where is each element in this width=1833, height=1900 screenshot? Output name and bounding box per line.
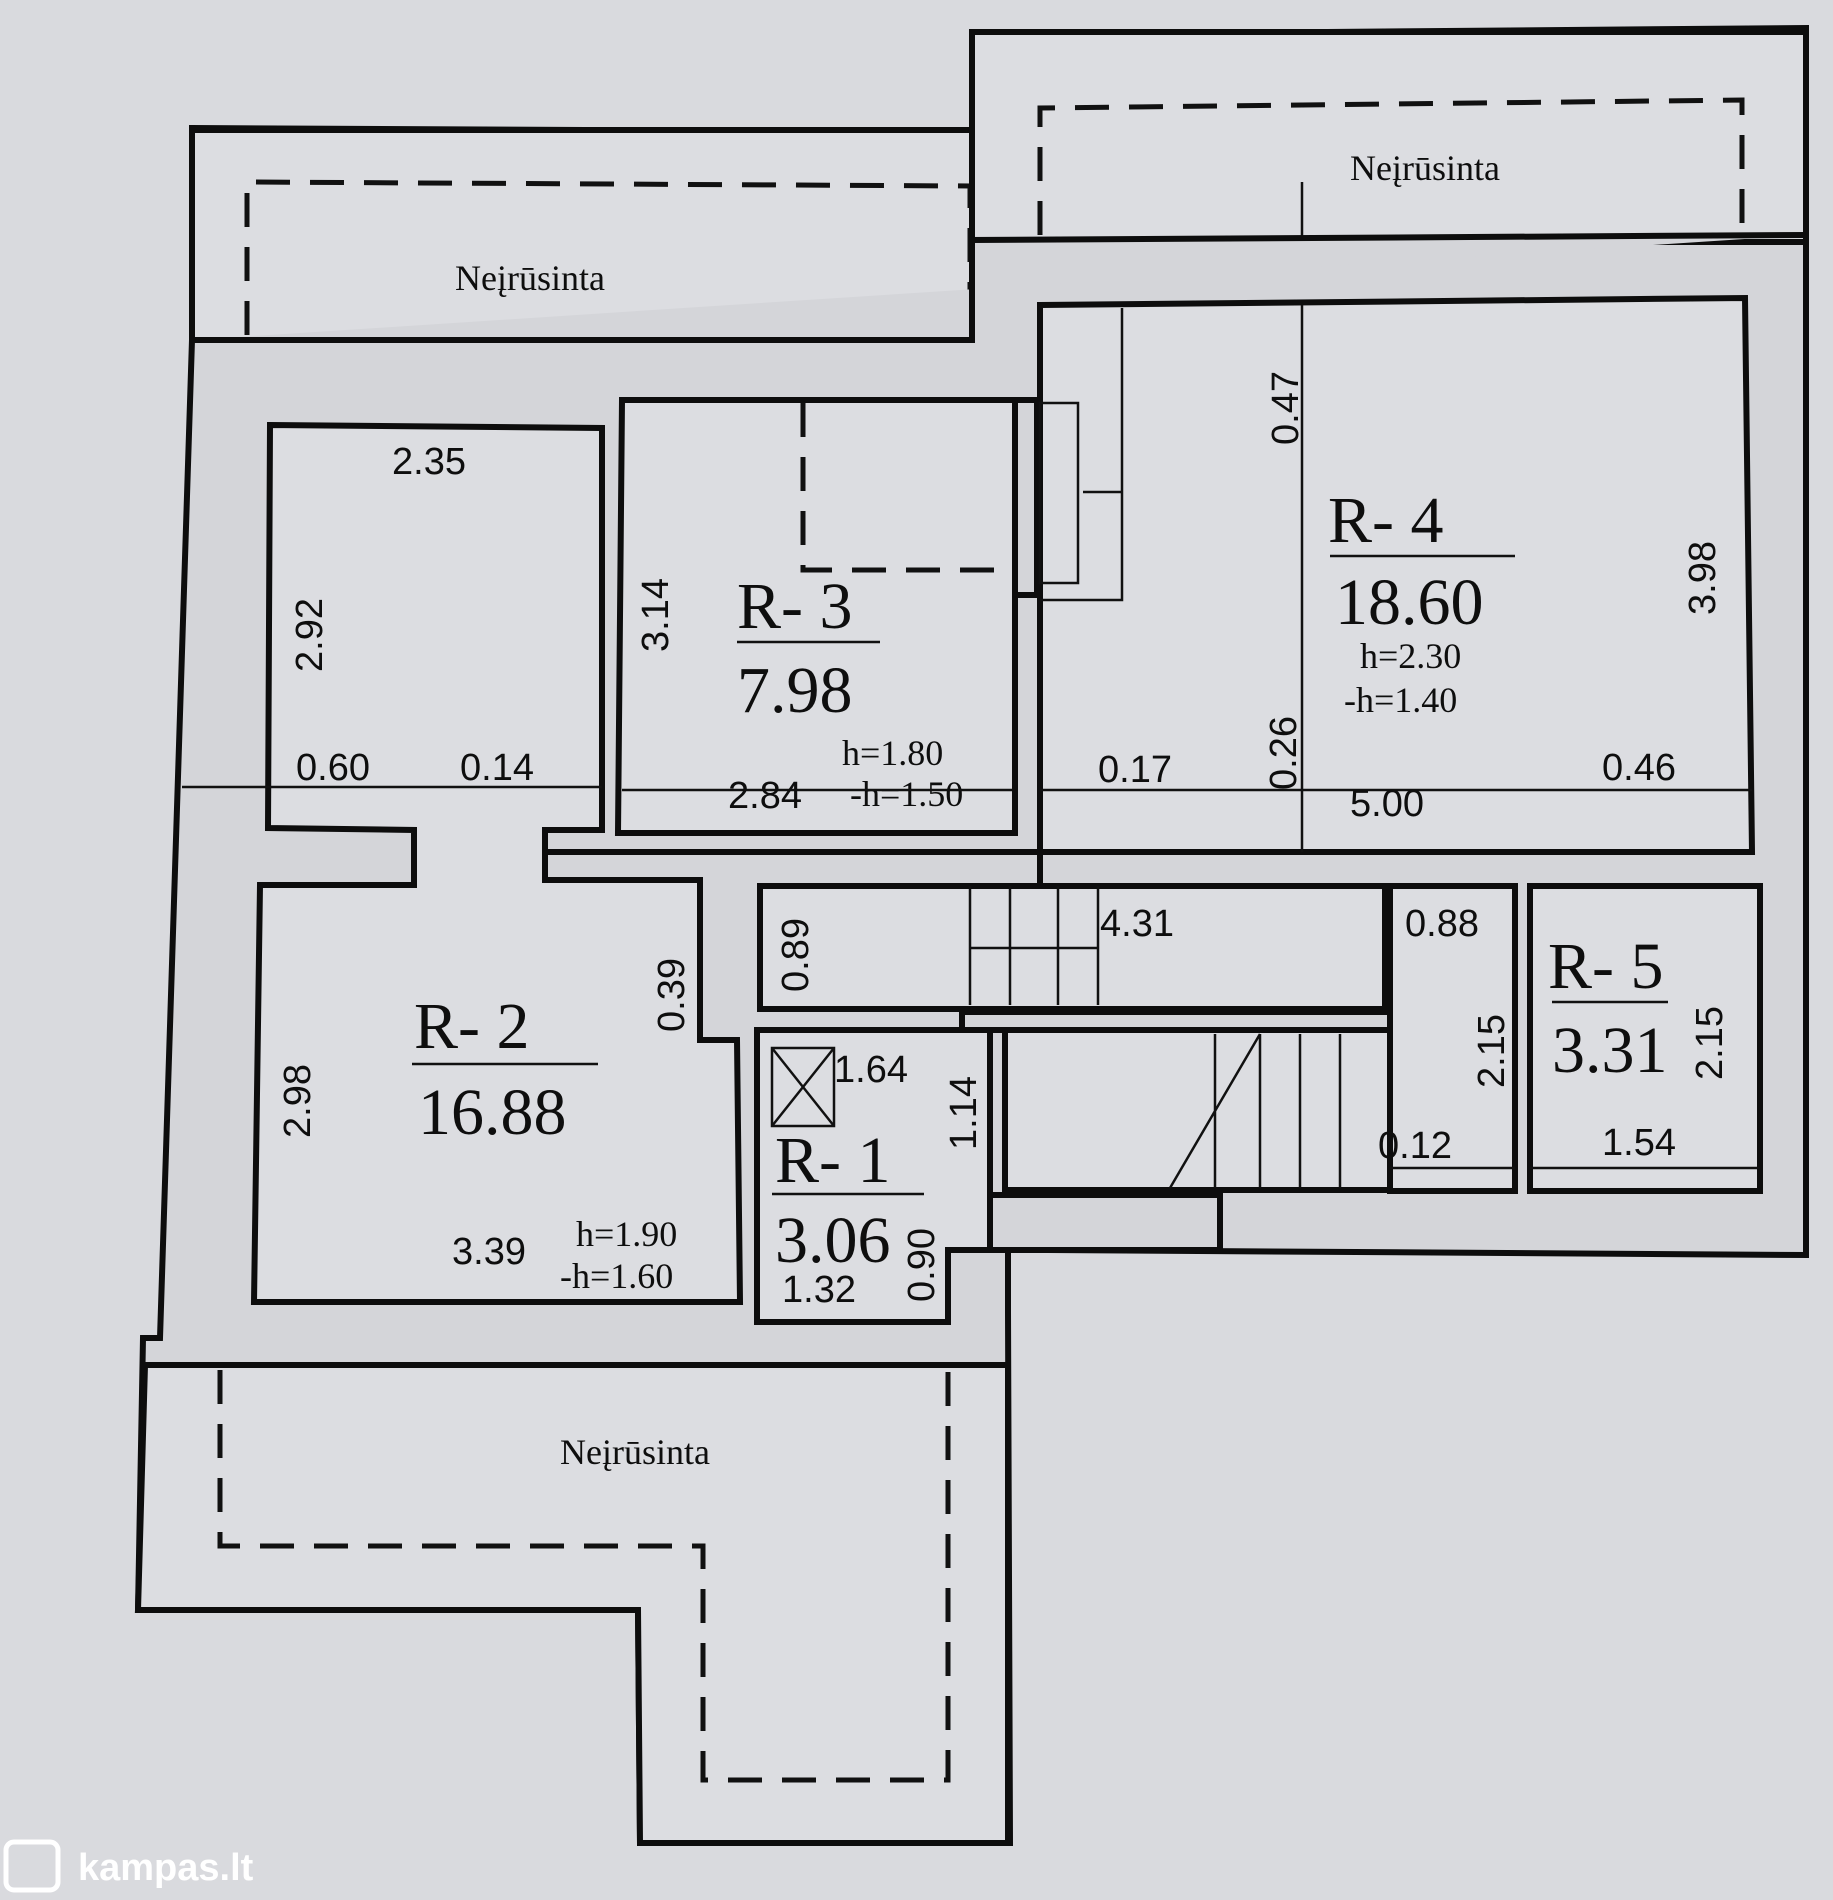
dim-r2-right-gap: 0.14 — [460, 747, 534, 789]
dim-hall-small: 0.89 — [775, 918, 817, 992]
room-r3-door-frame — [1012, 397, 1040, 598]
room-r4-mh: -h=1.40 — [1344, 680, 1457, 720]
dim-r2-top: 2.35 — [392, 441, 466, 483]
room-r4-door — [1040, 308, 1124, 602]
dim-r2-passage: 0.39 — [651, 958, 693, 1032]
dim-corr-gap: 0.12 — [1378, 1125, 1452, 1167]
room-r2-area: 16.88 — [418, 1076, 567, 1149]
unfinished-label-bottom: Neįrūsinta — [560, 1432, 710, 1472]
dim-r1-top: 1.64 — [834, 1049, 908, 1091]
dim-r1-side: 0.90 — [901, 1228, 943, 1302]
room-r2-mh: -h=1.60 — [560, 1256, 673, 1296]
room-r5-area: 3.31 — [1552, 1014, 1668, 1087]
room-r3-mh: -h=1.50 — [850, 774, 963, 814]
room-r4-area: 18.60 — [1335, 566, 1484, 639]
room-r3 — [614, 397, 1018, 836]
dim-r2-upper-height: 2.92 — [289, 598, 331, 672]
dim-corr-height: 2.15 — [1471, 1014, 1513, 1088]
room-r4-name: R- 4 — [1328, 484, 1444, 557]
stair-treads — [1168, 1033, 1342, 1189]
dim-r2-height: 2.98 — [277, 1064, 319, 1138]
room-r3-dashed — [800, 403, 1012, 573]
dim-r4-top: 0.47 — [1265, 371, 1307, 445]
hallway-steps — [968, 886, 1100, 1005]
dim-r4-right-gap: 0.46 — [1602, 747, 1676, 789]
watermark: kampas.lt — [3, 1839, 254, 1893]
room-r3-area: 7.98 — [737, 654, 853, 727]
staircase — [1002, 1027, 1393, 1193]
room-r4 — [1037, 294, 1756, 855]
dim-r3-width: 2.84 — [728, 775, 802, 817]
dim-r5-height: 2.15 — [1689, 1006, 1731, 1080]
watermark-text: kampas.lt — [78, 1847, 254, 1889]
dim-r1-width: 1.32 — [782, 1269, 856, 1311]
room-r5-name: R- 5 — [1548, 930, 1664, 1003]
unfinished-top-right — [969, 29, 1809, 245]
watermark-logo-icon — [3, 1839, 61, 1893]
dim-r2-left-gap: 0.60 — [296, 747, 370, 789]
inner-wall-top — [192, 232, 1807, 343]
dim-r4-left-gap: 0.17 — [1098, 749, 1172, 791]
dim-r2-width: 3.39 — [452, 1231, 526, 1273]
unfinished-label-top-right: Neįrūsinta — [1350, 148, 1500, 188]
room-r3-name: R- 3 — [737, 570, 853, 643]
room-r2-name: R- 2 — [414, 990, 530, 1063]
unfinished-label-top-left: Neįrūsinta — [455, 258, 605, 298]
room-r3-h: h=1.80 — [842, 733, 943, 773]
unfinished-bottom — [134, 1362, 1011, 1846]
room-r2 — [250, 421, 744, 1305]
unfinished-bottom-dashed — [217, 1370, 951, 1783]
dim-r4-width: 5.00 — [1350, 783, 1424, 825]
room-r5 — [1527, 883, 1763, 1194]
dim-r4-mid: 0.26 — [1263, 716, 1305, 790]
dim-door-r5: 0.88 — [1405, 903, 1479, 945]
unfinished-top-right-dashed — [1037, 97, 1745, 235]
room-r1-fixture-x2 — [771, 1047, 835, 1127]
dim-r4-height: 3.98 — [1682, 541, 1724, 615]
dim-r3-height: 3.14 — [635, 578, 677, 652]
room-r1-fixture — [770, 1046, 836, 1128]
room-r1-name: R- 1 — [775, 1124, 891, 1197]
room-r4-door-leaf — [1038, 401, 1080, 585]
dim-r5-width: 1.54 — [1602, 1122, 1676, 1164]
room-r4-h: h=2.30 — [1360, 636, 1461, 676]
dim-hall-len: 4.31 — [1100, 903, 1174, 945]
corridor — [1387, 883, 1518, 1194]
room-r2-h: h=1.90 — [576, 1214, 677, 1254]
dim-r1-height: 1.14 — [943, 1076, 985, 1150]
room-r1-area: 3.06 — [775, 1204, 891, 1277]
